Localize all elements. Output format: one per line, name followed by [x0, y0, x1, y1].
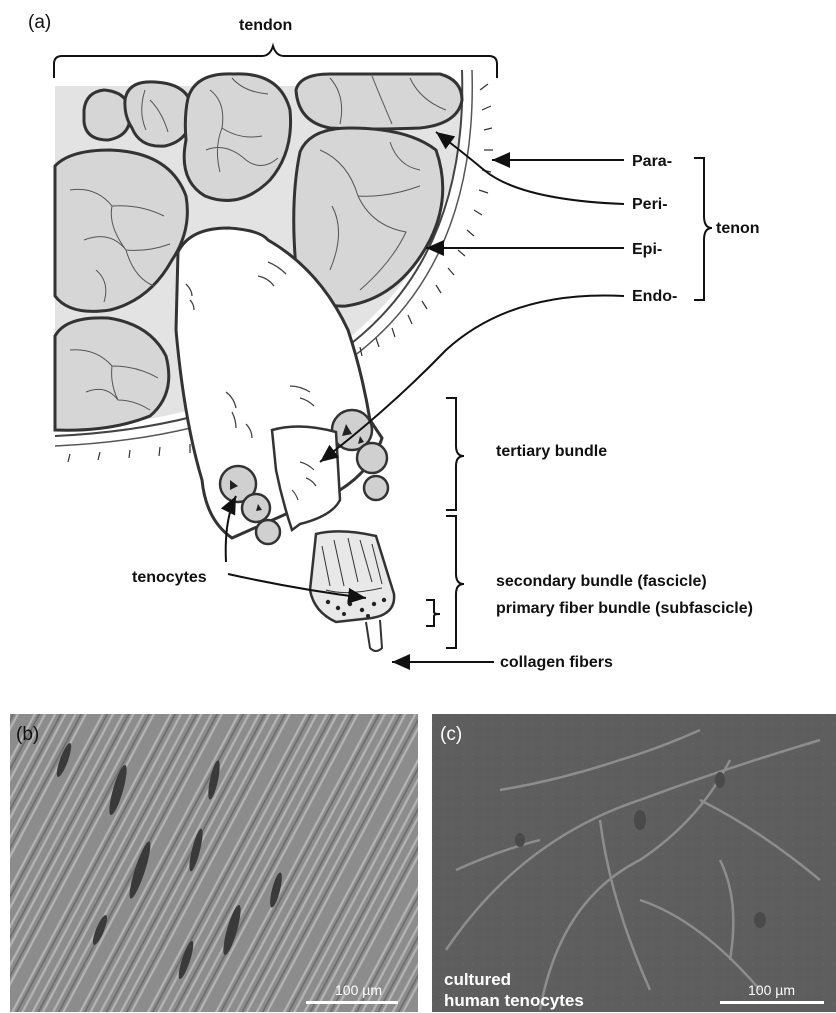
secondary-brace: [446, 516, 464, 648]
fascicle: [296, 74, 462, 129]
fascicle: [84, 90, 130, 140]
tendon-label: tendon: [239, 17, 292, 34]
caption-human-tenocytes: human tenocytes: [444, 991, 584, 1010]
panel-c: (c) cultured human tenocytes 100 µm: [432, 714, 836, 1012]
arrow-peri: [436, 132, 624, 204]
panel-a: (a) tendon: [28, 12, 760, 671]
scale-bar-c-label: 100 µm: [748, 982, 795, 998]
label-primary-bundle: primary fiber bundle (subfascicle): [496, 600, 753, 617]
tertiary-brace: [446, 398, 464, 510]
layer-label-peri: Peri-: [632, 196, 668, 213]
panel-b: (b) 100 µm: [10, 714, 418, 1012]
layer-label-endo: Endo-: [632, 288, 677, 305]
panel-c-letter: (c): [440, 724, 462, 745]
layer-label-para: Para-: [632, 153, 672, 170]
scale-bar-b-label: 100 µm: [335, 982, 382, 998]
label-secondary-bundle: secondary bundle (fascicle): [496, 573, 707, 590]
collagen-fiber-tip: [366, 620, 382, 651]
label-collagen-fibers: collagen fibers: [500, 654, 613, 671]
label-tenocytes: tenocytes: [132, 569, 207, 586]
primary-fiber-bundle: [310, 531, 394, 622]
panel-a-letter: (a): [28, 12, 51, 33]
primary-brace: [426, 600, 440, 626]
label-tertiary-bundle: tertiary bundle: [496, 443, 607, 460]
panel-b-letter: (b): [16, 724, 39, 745]
micrograph-tendon-tissue: [10, 714, 418, 1012]
tenon-brace: [694, 158, 712, 300]
layer-label-epi: Epi-: [632, 241, 662, 258]
caption-cultured: cultured: [444, 970, 511, 989]
tenon-label: tenon: [716, 220, 760, 237]
